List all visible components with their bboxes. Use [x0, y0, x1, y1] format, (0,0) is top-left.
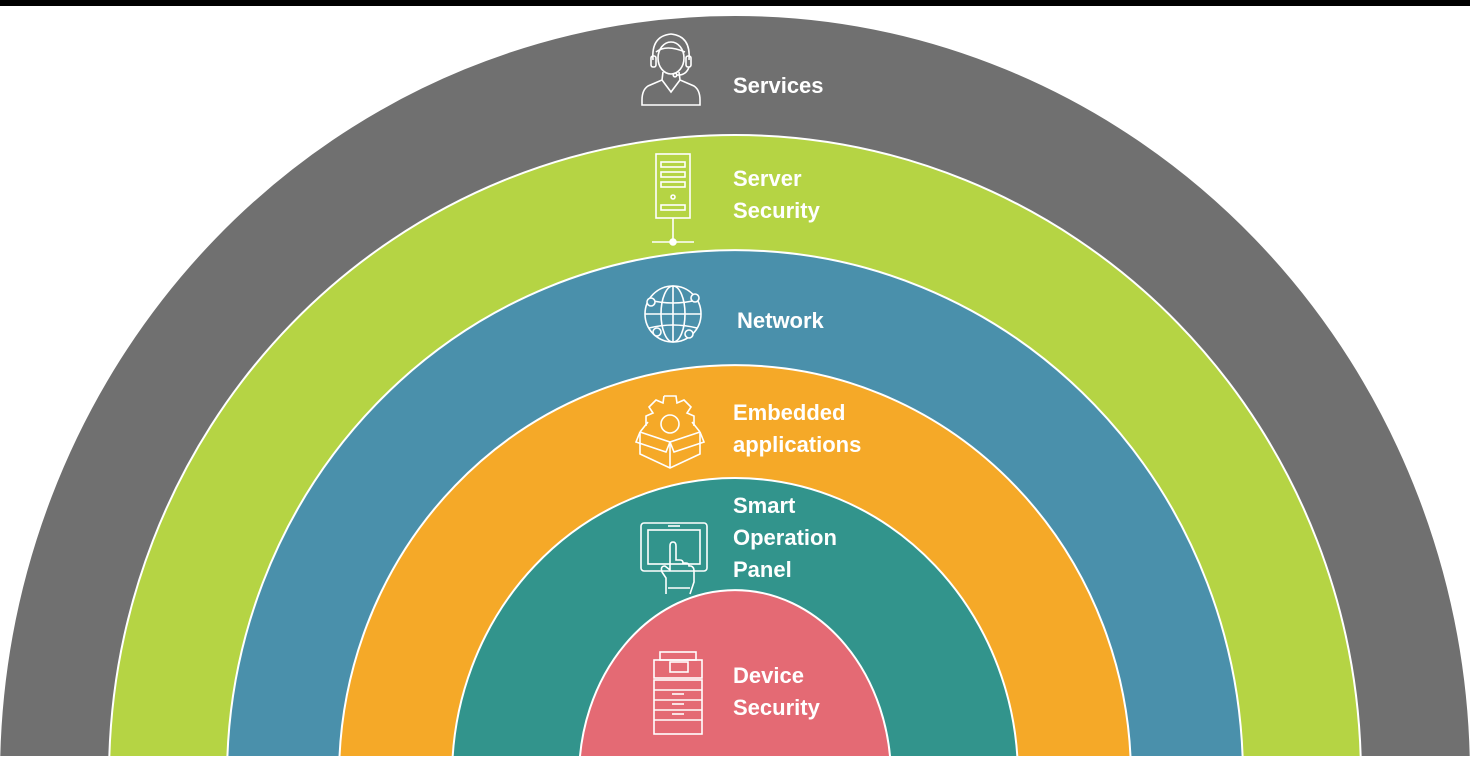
- layer-label-network: Network: [737, 308, 824, 333]
- layer-label-server-security: Server Security: [733, 166, 820, 223]
- layer-label-embedded-applications: Embedded applications: [733, 400, 862, 457]
- top-border: [0, 0, 1470, 6]
- layer-label-smart-operation-panel: Smart Operation Panel: [733, 493, 837, 582]
- layer-label-device-security: Device Security: [733, 663, 820, 720]
- layer-label-services: Services: [733, 73, 824, 98]
- ring-device-security: [578, 589, 892, 757]
